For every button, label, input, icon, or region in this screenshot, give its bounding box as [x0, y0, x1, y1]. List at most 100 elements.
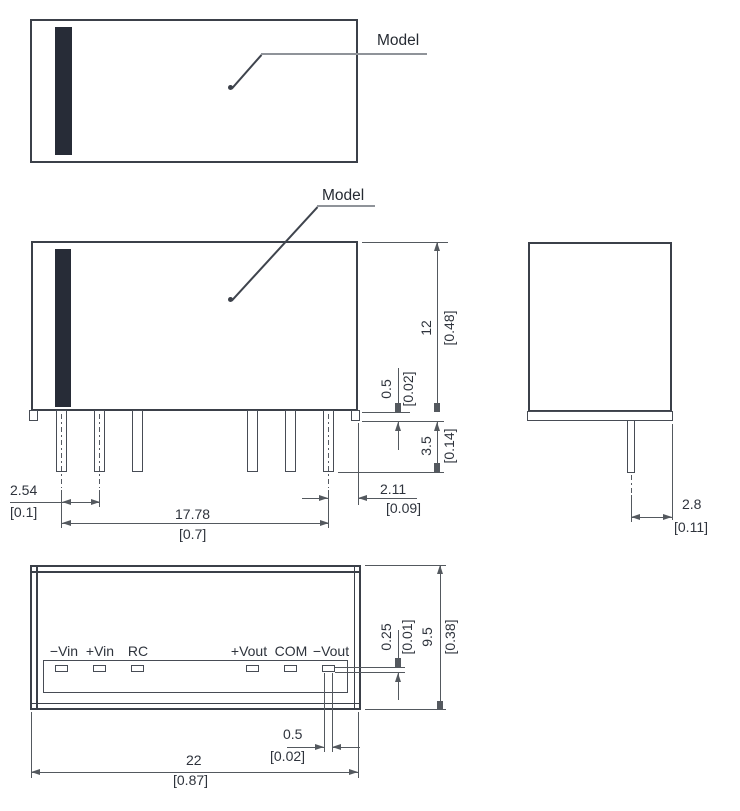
bottom-view-inner-line — [31, 702, 360, 704]
dim-pad-thickness-inch: [0.01] — [399, 619, 415, 655]
dim-pin-length-mm: 3.5 — [418, 436, 434, 456]
dim-arrow — [319, 495, 328, 501]
dim-line-edge — [302, 497, 328, 499]
dim-arrow — [437, 701, 443, 710]
leader-line-horizontal — [261, 53, 427, 55]
dim-line-pad-width — [287, 746, 324, 748]
side-view-standoff-band — [527, 411, 673, 421]
dim-arrow — [437, 565, 443, 574]
extension-line — [357, 423, 359, 505]
pin-centerline — [61, 414, 62, 488]
top-view-polarity-stripe — [55, 27, 72, 155]
pin-centerline — [630, 475, 632, 493]
dim-line-length — [31, 771, 358, 773]
dim-arrow — [434, 242, 440, 251]
extension-line — [362, 421, 444, 423]
dim-side-offset-inch: [0.11] — [674, 519, 708, 535]
dim-arrow — [395, 658, 401, 667]
pin-centerline — [328, 414, 329, 488]
extension-line — [671, 424, 673, 520]
extension-line — [323, 673, 325, 752]
pin-pad — [246, 664, 259, 672]
dim-arrow — [395, 673, 401, 682]
dim-arrow — [31, 769, 40, 775]
dim-line-pad-width — [332, 746, 360, 748]
leader-dot — [228, 85, 233, 90]
leader-dot — [228, 297, 233, 302]
dim-arrow — [91, 499, 100, 505]
dim-arrow — [434, 422, 440, 431]
dim-line-standoff — [397, 368, 399, 412]
dim-arrow — [434, 463, 440, 472]
pin-pad — [322, 664, 335, 672]
left-standoff-foot — [29, 410, 38, 421]
side-view-pin — [627, 420, 635, 473]
dim-standoff-inch: [0.02] — [400, 371, 416, 407]
pin-label: COM — [274, 643, 308, 659]
pin-slot-region — [43, 660, 348, 693]
dim-length-mm: 22 — [186, 752, 202, 768]
dim-standoff-mm: 0.5 — [378, 379, 394, 399]
dim-arrow — [663, 514, 672, 520]
bottom-view-inner-line — [353, 566, 355, 709]
dim-arrow — [332, 744, 341, 750]
pin-centerline — [99, 414, 100, 488]
dim-arrow — [62, 520, 71, 526]
dim-depth-mm: 9.5 — [419, 627, 435, 647]
dim-line-edge — [358, 497, 417, 499]
extension-line — [335, 667, 405, 669]
leader-line-horizontal — [317, 205, 375, 207]
side-view-body — [528, 242, 672, 412]
dim-arrow — [631, 514, 640, 520]
dim-pad-thickness-mm: 0.25 — [378, 623, 394, 651]
right-standoff-foot — [351, 410, 360, 421]
dim-height-mm: 12 — [418, 320, 434, 336]
pin-label: −Vout — [312, 643, 350, 659]
dim-pitch-inch: [0.1] — [10, 504, 38, 520]
dim-line-pin-length — [436, 422, 438, 472]
extension-line — [365, 564, 446, 566]
dim-arrow — [395, 422, 401, 431]
dim-edge-inch: [0.09] — [386, 500, 422, 516]
front-view-polarity-stripe — [55, 249, 71, 407]
dim-edge-mm: 2.11 — [380, 481, 407, 497]
front-view-body — [31, 241, 358, 411]
dim-arrow — [62, 499, 71, 505]
model-label-top: Model — [377, 32, 420, 49]
pin-label: −Vin — [49, 643, 79, 659]
extension-line — [630, 495, 632, 522]
dim-arrow — [358, 495, 367, 501]
dim-arrow — [315, 744, 324, 750]
dim-span-mm: 17.78 — [175, 506, 211, 522]
dim-arrow — [320, 520, 329, 526]
pin-label: RC — [127, 643, 149, 659]
dim-pad-width-inch: [0.02] — [270, 748, 306, 764]
dim-line-pitch — [10, 501, 100, 503]
extension-line — [99, 490, 101, 507]
pin-pad — [55, 664, 68, 672]
extension-line — [335, 671, 405, 673]
dim-pin-length-inch: [0.14] — [441, 428, 457, 464]
extension-line — [331, 673, 333, 752]
dim-line-depth — [439, 565, 441, 710]
bottom-view-inner-line — [36, 566, 38, 709]
top-view-body — [30, 19, 358, 163]
dim-line-pad-thickness — [397, 673, 399, 700]
pin — [132, 410, 143, 472]
extension-line — [328, 490, 330, 528]
dim-arrow — [434, 403, 440, 412]
dim-arrow — [349, 769, 358, 775]
pin — [247, 410, 258, 472]
extension-line — [362, 241, 448, 243]
dim-line-pad-thickness — [397, 630, 399, 667]
dim-line-side-offset — [631, 516, 672, 518]
dim-side-offset-mm: 2.8 — [682, 496, 702, 512]
dim-line-standoff — [397, 422, 399, 450]
extension-line — [61, 490, 63, 528]
dim-span-inch: [0.7] — [179, 526, 207, 542]
dim-height-inch: [0.48] — [441, 310, 457, 346]
dim-line-span — [62, 522, 329, 524]
extension-line — [30, 712, 32, 778]
extension-line — [362, 412, 410, 414]
